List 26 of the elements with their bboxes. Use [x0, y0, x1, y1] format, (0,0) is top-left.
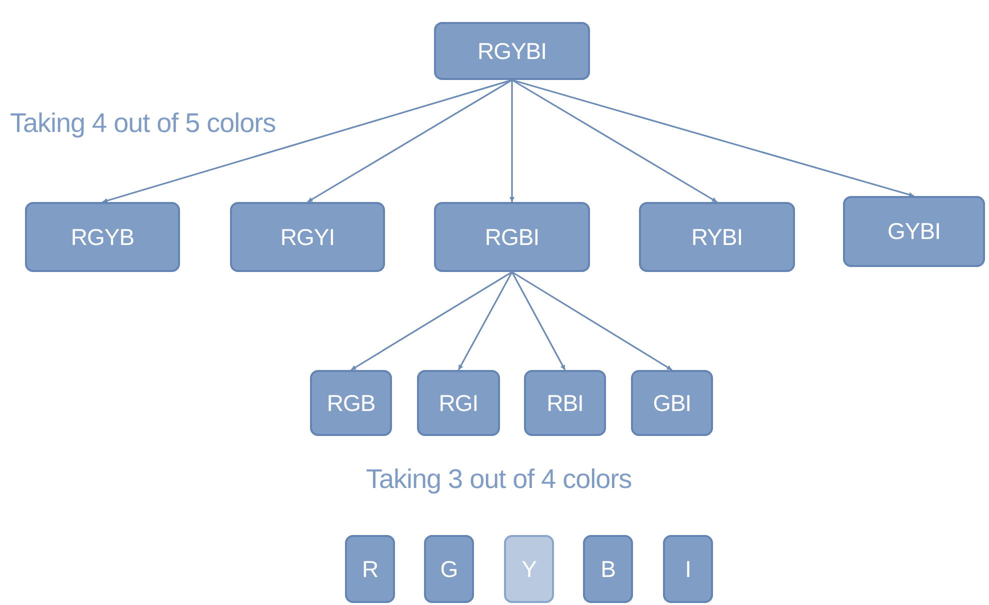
arrow	[307, 79, 512, 203]
node-box: RYBI	[639, 202, 795, 272]
arrow	[102, 79, 512, 203]
arrow	[512, 79, 914, 198]
node-box: RGI	[417, 370, 500, 436]
arrow	[350, 271, 512, 371]
arrow	[511, 272, 566, 370]
node-box: RGBI	[434, 202, 590, 272]
node-box: RGYI	[230, 202, 385, 272]
annotation-text: Taking 3 out of 4 colors	[366, 464, 632, 495]
node-box: RBI	[524, 370, 606, 436]
node-box: GYBI	[843, 196, 985, 267]
node-box: RGYBI	[434, 22, 590, 80]
arrow	[512, 79, 718, 203]
arrow	[512, 271, 672, 371]
annotation-text: Taking 4 out of 5 colors	[10, 108, 276, 139]
node-box: G	[424, 535, 474, 603]
arrow	[510, 80, 514, 202]
arrow	[458, 272, 513, 370]
node-box: RGB	[310, 370, 392, 436]
node-box: RGYB	[25, 202, 180, 272]
node-box: GBI	[631, 370, 713, 436]
node-box: R	[345, 535, 395, 603]
node-box: B	[583, 535, 633, 603]
node-box: Y	[504, 535, 554, 603]
node-box: I	[663, 535, 713, 603]
